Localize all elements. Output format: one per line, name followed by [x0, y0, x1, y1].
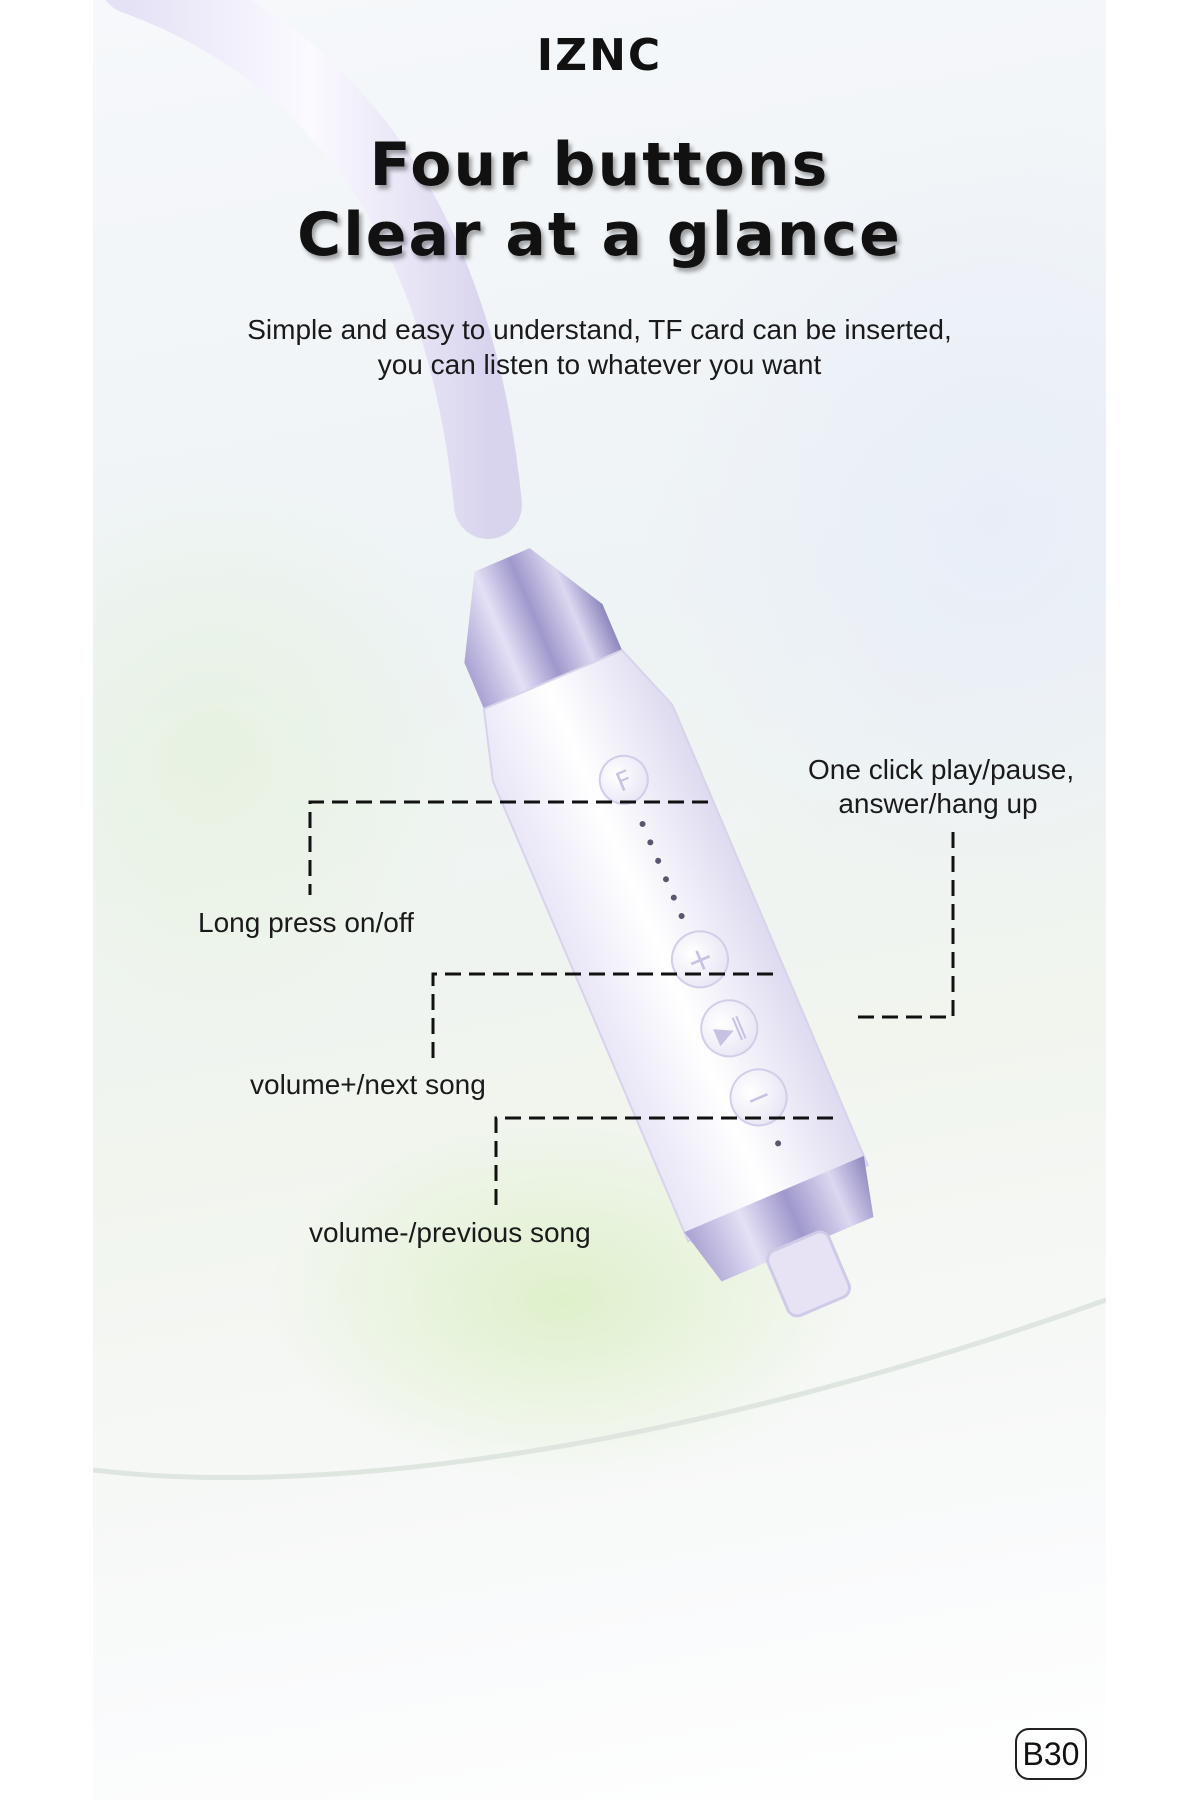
- leader-volume-down: [494, 1116, 833, 1208]
- callout-play-pause: One click play/pause, answer/hang up: [808, 753, 1075, 821]
- headline-line-1: Four buttons: [369, 130, 830, 200]
- callout-play-pause-line-1: One click play/pause,: [808, 754, 1075, 785]
- model-badge: B30: [1015, 1728, 1087, 1780]
- play-pause-button-icon: [700, 999, 759, 1058]
- microphone-hole: [775, 1140, 782, 1147]
- remote-body: [482, 649, 870, 1243]
- callout-leader-lines: [308, 800, 955, 1208]
- callout-play-pause-line-2: answer/hang up: [838, 788, 1038, 819]
- callout-power: Long press on/off: [198, 907, 414, 938]
- callout-volume-up: volume+/next song: [250, 1069, 486, 1100]
- earphone-cable: [105, 0, 522, 539]
- headline-line-2: Clear at a glance: [297, 200, 902, 270]
- product-poster: F + ▶‖ − IZNC Four buttons Clear at a gl…: [93, 0, 1106, 1800]
- subtitle: Simple and easy to understand, TF card c…: [93, 312, 1106, 382]
- neckband-arc: [93, 1297, 1106, 1480]
- leader-play-pause: [858, 830, 955, 1019]
- minus-button-icon: [729, 1068, 788, 1127]
- leader-volume-up: [431, 972, 773, 1065]
- callout-volume-down: volume-/previous song: [309, 1217, 591, 1248]
- earphone-product-illustration: F + ▶‖ −: [93, 0, 1106, 1480]
- remote-control: F + ▶‖ −: [464, 548, 874, 1318]
- bottom-metal-ring: [684, 1155, 874, 1282]
- connector-loop: [766, 1230, 851, 1318]
- leader-power: [308, 800, 708, 895]
- subtitle-line-1: Simple and easy to understand, TF card c…: [247, 314, 952, 345]
- subtitle-line-2: you can listen to whatever you want: [377, 349, 822, 380]
- brand-logo: IZNC: [536, 30, 663, 81]
- headline: Four buttons Clear at a glance: [93, 130, 1106, 270]
- dot-indicator: [639, 820, 685, 920]
